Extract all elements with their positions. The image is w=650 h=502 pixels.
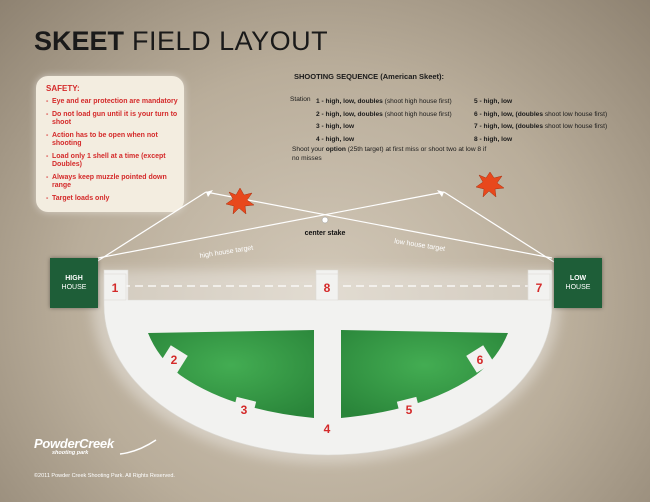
safety-item: Target loads only xyxy=(46,195,178,204)
station-7: 7 xyxy=(527,273,551,301)
station-3-number: 3 xyxy=(241,403,248,417)
station-shots: - high, low, (doubles xyxy=(477,123,544,130)
low-house: LOW HOUSE xyxy=(554,258,602,308)
sequence-row: 8 - high, low xyxy=(474,134,607,147)
grass-left xyxy=(148,330,314,418)
low-house-flight-path xyxy=(97,191,445,259)
option-note: Shoot your option (25th target) at first… xyxy=(292,145,492,163)
station-shots: - high, low xyxy=(319,123,355,130)
station-note: shoot low house first) xyxy=(543,110,608,118)
option-note-pre: Shoot your xyxy=(292,146,326,153)
page-title: SKEET FIELD LAYOUT xyxy=(34,26,328,56)
station-label: Station xyxy=(290,96,311,103)
station-7-number: 7 xyxy=(536,281,543,295)
station-6: 6 xyxy=(466,345,494,373)
station-note: shoot low house first) xyxy=(543,123,608,130)
brand-tagline: shooting park xyxy=(52,450,89,456)
arrow-head xyxy=(206,190,213,197)
station-shots: - high, low, doubles xyxy=(319,110,383,118)
center-stake-marker xyxy=(321,216,329,224)
option-note-bold: option xyxy=(325,146,346,153)
safety-item: Action has to be open when not shooting xyxy=(46,132,178,149)
station-1-number: 1 xyxy=(112,281,119,295)
high-house-sublabel: HOUSE xyxy=(61,284,87,291)
safety-panel: SAFETY: Eye and ear protection are manda… xyxy=(36,76,184,212)
station-number: 1 xyxy=(316,98,320,105)
sequence-row: 4 - high, low xyxy=(316,134,452,147)
station-number: 3 xyxy=(316,123,320,130)
station-5: 5 xyxy=(396,396,422,422)
low-house-target-label: low house target xyxy=(394,238,446,253)
safety-item: Load only 1 shell at a time (except Doub… xyxy=(46,153,178,170)
high-house: HIGH HOUSE xyxy=(50,258,98,308)
station-8-number: 8 xyxy=(324,281,331,295)
high-house-label: HIGH xyxy=(65,275,83,282)
station-shots: - high, low xyxy=(477,135,513,143)
target-burst-icon xyxy=(475,171,505,198)
station-shots: - high, low, (doubles xyxy=(477,110,544,118)
station-1: 1 xyxy=(103,273,127,301)
title-rest: FIELD LAYOUT xyxy=(132,26,329,56)
station-4-number: 4 xyxy=(324,422,331,436)
logo-swoosh-icon xyxy=(119,439,157,455)
safety-item: Eye and ear protection are mandatory xyxy=(46,98,178,107)
station-2-number: 2 xyxy=(171,353,178,367)
low-house-sublabel: HOUSE xyxy=(565,284,591,291)
sequence-title: SHOOTING SEQUENCE (American Skeet): xyxy=(294,72,445,81)
station-shots: - high, low xyxy=(477,98,513,105)
sequence-row: 7 - high, low, (doubles shoot low house … xyxy=(474,121,607,134)
grass-right xyxy=(341,330,508,418)
safety-heading: SAFETY: xyxy=(46,84,80,93)
copyright-notice: ©2011 Powder Creek Shooting Park. All Ri… xyxy=(34,473,175,479)
sequence-left-column: 1 - high, low, doubles (shoot high house… xyxy=(316,96,452,146)
safety-list: Eye and ear protection are mandatory Do … xyxy=(46,98,178,203)
target-burst-icon xyxy=(225,187,255,215)
station-number: 5 xyxy=(474,98,478,105)
station-number: 4 xyxy=(316,135,320,143)
station-8: 8 xyxy=(315,273,339,301)
option-note-post: (25th target) at first miss or shoot two… xyxy=(292,146,487,162)
safety-item: Do not load gun until it is your turn to… xyxy=(46,111,178,128)
station-number: 2 xyxy=(316,110,320,118)
brand-name: PowderCreek xyxy=(34,436,114,451)
low-house-label: LOW xyxy=(569,275,587,282)
brand-logo: PowderCreek shooting park xyxy=(34,436,157,464)
low-house-flight-path xyxy=(443,191,555,263)
sequence-row: 5 - high, low xyxy=(474,96,607,109)
center-stake-label: center stake xyxy=(305,230,346,237)
station-shots: - high, low, doubles xyxy=(319,98,383,105)
station-note: (shoot high house first) xyxy=(382,98,452,105)
safety-item: Always keep muzzle pointed down range xyxy=(46,174,178,191)
sequence-row: 6 - high, low, (doubles shoot low house … xyxy=(474,109,607,122)
station-number: 8 xyxy=(474,135,478,143)
station-3: 3 xyxy=(231,396,257,422)
sequence-right-column: 5 - high, low 6 - high, low, (doubles sh… xyxy=(474,96,607,146)
station-6-number: 6 xyxy=(477,353,484,367)
station-5-number: 5 xyxy=(406,403,413,417)
station-2: 2 xyxy=(160,345,188,373)
station-number: 7 xyxy=(474,123,478,130)
arrow-head xyxy=(437,190,444,197)
walkway xyxy=(103,269,553,456)
high-house-target-label: high house target xyxy=(199,245,254,260)
station-number: 6 xyxy=(474,110,478,118)
station-4: 4 xyxy=(317,418,337,438)
station-note: (shoot high house first) xyxy=(382,110,452,118)
sequence-row: 3 - high, low xyxy=(316,121,452,134)
title-bold: SKEET xyxy=(34,26,125,56)
station-shots: - high, low xyxy=(319,135,355,143)
high-house-flight-path xyxy=(205,191,553,259)
sequence-row: 1 - high, low, doubles (shoot high house… xyxy=(316,96,452,109)
sequence-row: 2 - high, low, doubles (shoot high house… xyxy=(316,109,452,122)
high-house-flight-path xyxy=(95,191,207,263)
